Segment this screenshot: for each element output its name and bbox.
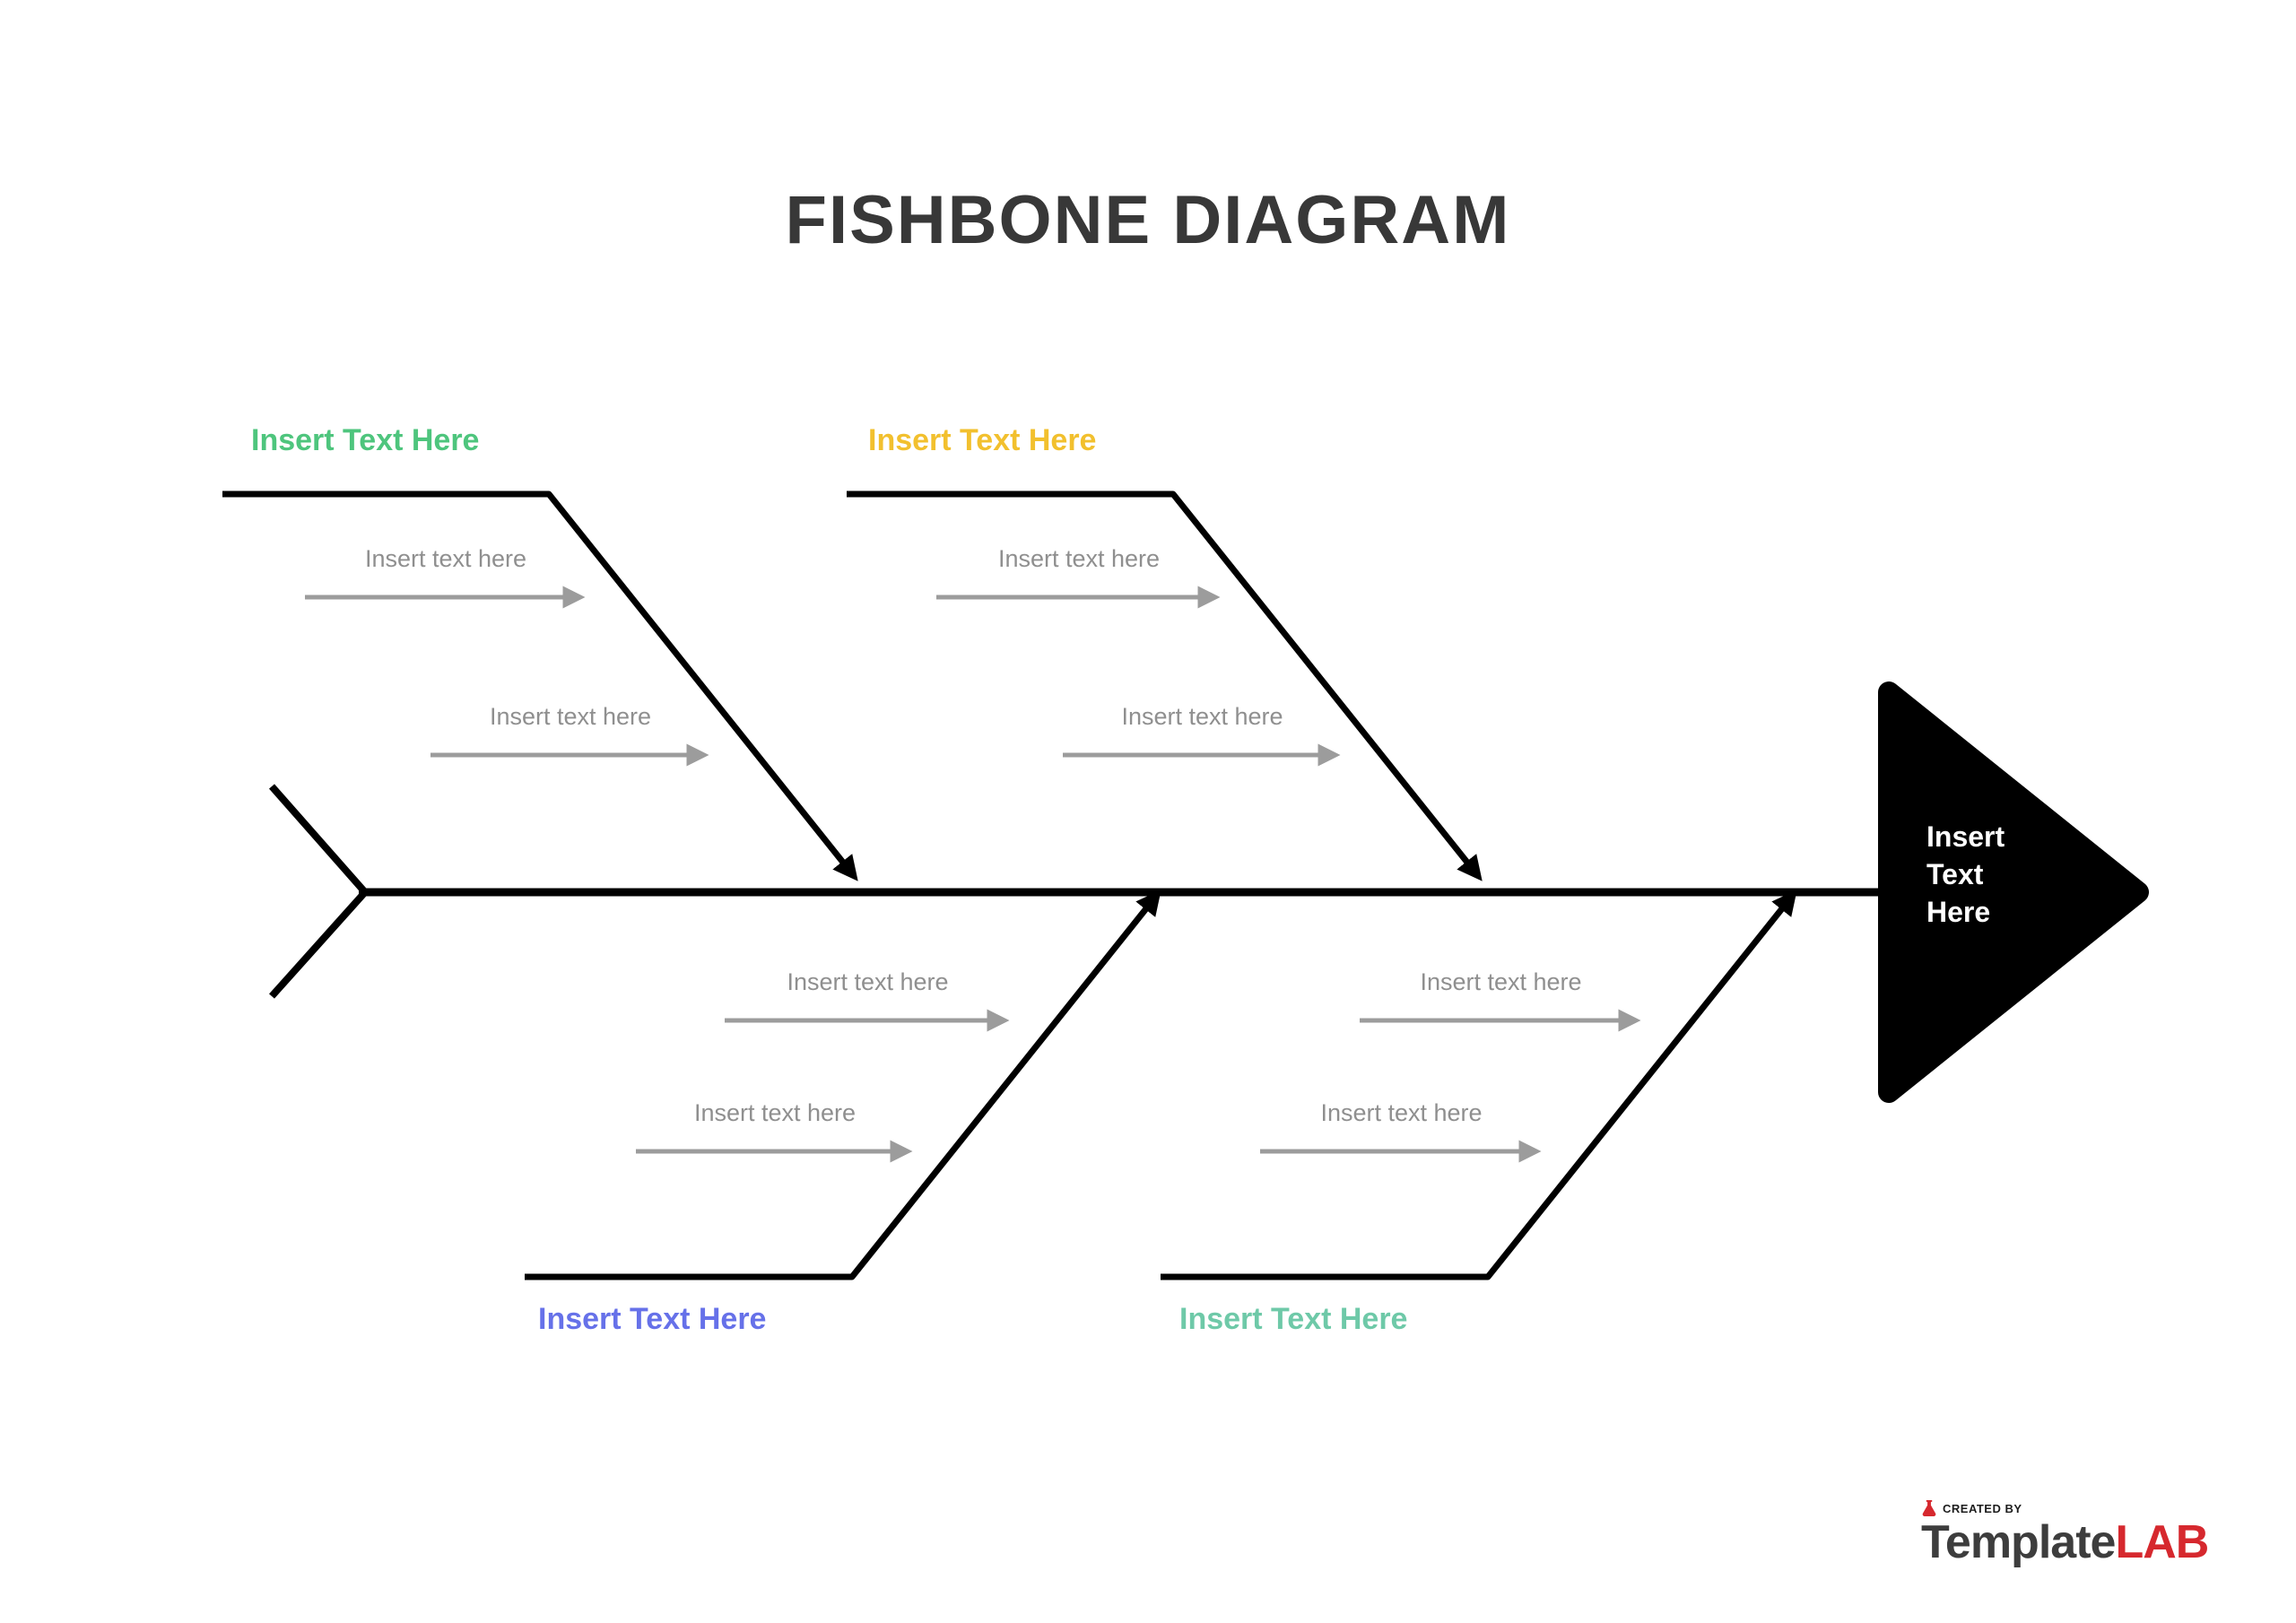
head-line-2: Text [1926,858,1984,890]
cause-label-bottom-right-1: Insert text here [1420,968,1582,995]
branch-bottom-right-line [1161,890,1797,1280]
cause-label-top-middle-1: Insert text here [997,545,1161,572]
cause-label-bottom-right-2: Insert text here [1320,1099,1483,1126]
fish-head-label: Insert Text Here [1926,818,2005,931]
fish-head-shape [1878,681,2149,1103]
branch-top-middle-line [847,490,1483,881]
branch-label-bottom-left: Insert Text Here [538,1302,767,1336]
cause-label-top-middle-2: Insert text here [1121,703,1283,730]
logo-wordmark: TemplateLAB [1921,1516,2209,1568]
branch-label-top-middle: Insert Text Here [868,423,1097,457]
created-by-text: CREATED BY [1943,1501,2022,1515]
brand-template-text: Template [1921,1516,2116,1568]
logo-top-row: CREATED BY [1921,1499,2208,1517]
page-title: FISHBONE DIAGRAM [785,182,1511,258]
branch-label-bottom-right: Insert Text Here [1179,1302,1408,1336]
head-line-3: Here [1926,896,1991,928]
branch-top-left-line [222,490,858,881]
branch-bottom-left-line [525,890,1161,1280]
branch-label-top-left: Insert Text Here [251,423,480,457]
templatelab-logo: CREATED BY TemplateLAB [1921,1499,2209,1568]
fish-tail [268,784,369,999]
flask-icon [1922,1500,1936,1516]
cause-label-top-left-1: Insert text here [364,545,527,572]
cause-label-bottom-left-1: Insert text here [787,968,949,995]
head-line-1: Insert [1926,820,2005,853]
cause-label-bottom-left-2: Insert text here [693,1099,857,1126]
brand-lab-text: LAB [2115,1516,2209,1568]
cause-label-top-left-2: Insert text here [489,703,652,730]
